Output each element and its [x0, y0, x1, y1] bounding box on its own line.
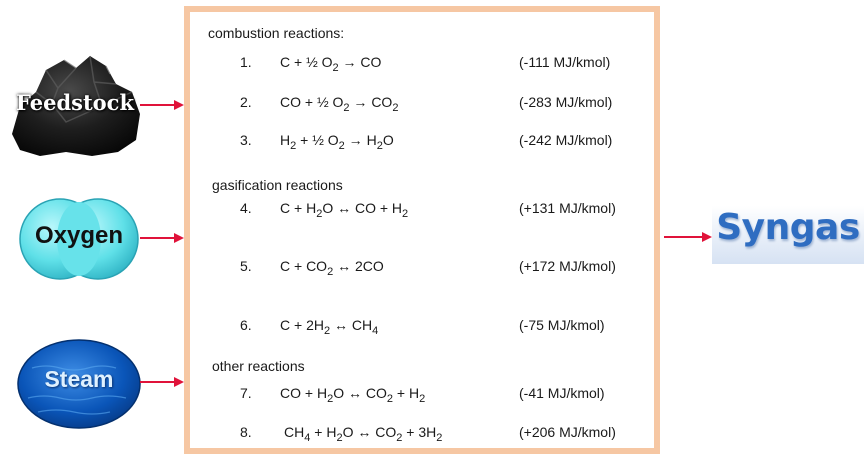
reaction-number: 7.	[240, 385, 252, 401]
reaction-row: 8. CH4 + H2O ↔ CO2 + 3H2 (+206 MJ/kmol)	[190, 424, 666, 448]
reaction-energy: (-111 MJ/kmol)	[519, 54, 611, 70]
combustion-reactions-title: combustion reactions:	[208, 25, 345, 41]
oxygen-arrow	[140, 233, 184, 243]
reaction-equation: C + CO2 ↔ 2CO	[280, 258, 384, 278]
reaction-energy: (+172 MJ/kmol)	[519, 258, 616, 274]
reaction-row: 2. CO + ½ O2 → CO2 (-283 MJ/kmol)	[190, 94, 666, 118]
reaction-number: 1.	[240, 54, 252, 70]
feedstock-label: Feedstock	[15, 90, 135, 115]
output-arrow	[664, 232, 712, 242]
reaction-equation: C + H2O ↔ CO + H2	[280, 200, 409, 220]
reaction-row: 3. H2 + ½ O2 → H2O (-242 MJ/kmol)	[190, 132, 666, 156]
reaction-energy: (-41 MJ/kmol)	[519, 385, 605, 401]
reaction-number: 3.	[240, 132, 252, 148]
reactions-box: combustion reactions: 1. C + ½ O2 → CO (…	[184, 6, 660, 454]
steam-label: Steam	[44, 366, 114, 392]
syngas-label: Syngas	[716, 207, 860, 248]
reaction-equation: H2 + ½ O2 → H2O	[280, 132, 394, 152]
reaction-energy: (-283 MJ/kmol)	[519, 94, 613, 110]
reaction-number: 8.	[240, 424, 252, 440]
reaction-energy: (-242 MJ/kmol)	[519, 132, 613, 148]
reaction-row: 7. CO + H2O ↔ CO2 + H2 (-41 MJ/kmol)	[190, 385, 666, 409]
reaction-energy: (+131 MJ/kmol)	[519, 200, 616, 216]
reaction-number: 4.	[240, 200, 252, 216]
reaction-equation: CH4 + H2O ↔ CO2 + 3H2	[284, 424, 443, 444]
reaction-equation: C + 2H2 ↔ CH4	[280, 317, 379, 337]
reaction-row: 6. C + 2H2 ↔ CH4 (-75 MJ/kmol)	[190, 317, 666, 341]
reaction-energy: (-75 MJ/kmol)	[519, 317, 605, 333]
reaction-number: 2.	[240, 94, 252, 110]
reaction-row: 1. C + ½ O2 → CO (-111 MJ/kmol)	[190, 54, 666, 78]
reaction-equation: CO + ½ O2 → CO2	[280, 94, 399, 114]
gasification-reactions-title: gasification reactions	[212, 177, 343, 193]
reaction-energy: (+206 MJ/kmol)	[519, 424, 616, 440]
feedstock-coal-image	[12, 55, 140, 156]
feedstock-arrow	[140, 100, 184, 110]
reaction-equation: CO + H2O ↔ CO2 + H2	[280, 385, 426, 405]
reaction-equation: C + ½ O2 → CO	[280, 54, 382, 74]
reaction-row: 4. C + H2O ↔ CO + H2 (+131 MJ/kmol)	[190, 200, 666, 224]
other-reactions-title: other reactions	[212, 358, 305, 374]
oxygen-label: Oxygen	[34, 222, 124, 249]
reaction-row: 5. C + CO2 ↔ 2CO (+172 MJ/kmol)	[190, 258, 666, 282]
steam-water-shape	[17, 339, 141, 429]
oxygen-molecule-shape	[19, 198, 139, 280]
steam-arrow	[140, 377, 184, 387]
reaction-number: 5.	[240, 258, 252, 274]
syngas-output-box	[712, 206, 864, 264]
reaction-number: 6.	[240, 317, 252, 333]
